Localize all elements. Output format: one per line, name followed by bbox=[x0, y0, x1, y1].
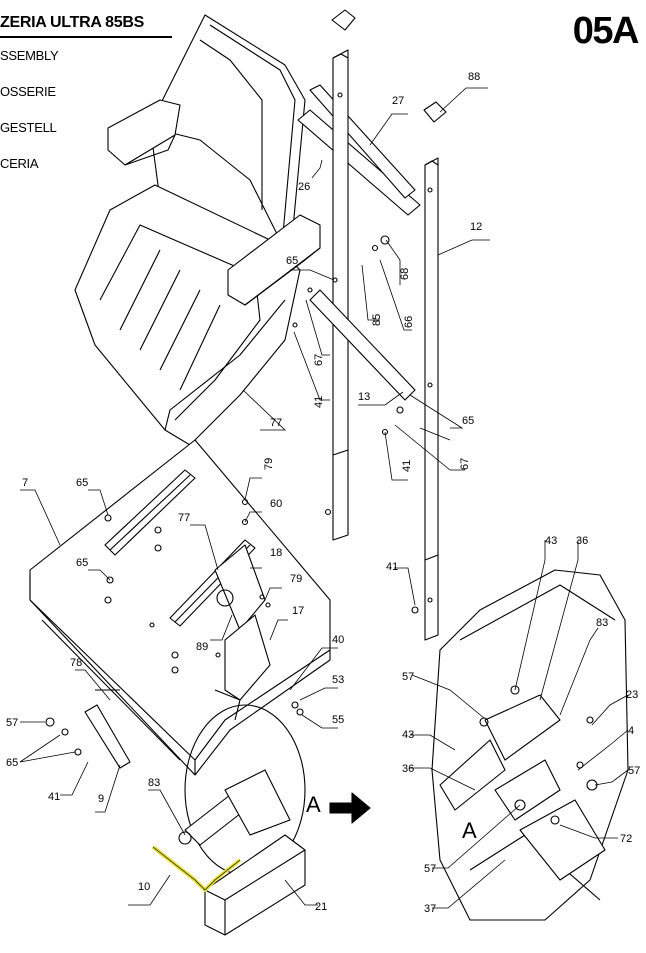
zoom-label-a: A bbox=[462, 818, 477, 843]
subtitle-assembly: SSEMBLY bbox=[0, 48, 59, 63]
label-43: 43 bbox=[545, 535, 557, 547]
part-labels: 88 27 26 12 65 68 85 66 67 41 13 77 65 6… bbox=[6, 71, 640, 915]
label-66: 66 bbox=[403, 316, 415, 328]
label-13: 13 bbox=[358, 391, 370, 403]
label-36: 36 bbox=[576, 535, 588, 547]
label-77: 77 bbox=[178, 512, 190, 524]
label-4: 4 bbox=[628, 725, 634, 737]
leader-lines bbox=[19, 87, 629, 909]
vertical-tubes bbox=[331, 9, 447, 641]
title-underline bbox=[0, 36, 172, 38]
label-57: 57 bbox=[628, 765, 640, 777]
label-83: 83 bbox=[596, 617, 608, 629]
label-43: 43 bbox=[402, 729, 414, 741]
zoom-detail bbox=[431, 569, 629, 921]
label-12: 12 bbox=[470, 221, 482, 233]
label-10: 10 bbox=[138, 881, 150, 893]
label-57: 57 bbox=[6, 717, 18, 729]
model-title: ZERIA ULTRA 85BS bbox=[0, 14, 144, 31]
label-41: 41 bbox=[48, 791, 60, 803]
cross-tube bbox=[309, 289, 416, 401]
label-83: 83 bbox=[148, 777, 160, 789]
label-27: 27 bbox=[392, 95, 404, 107]
label-26: 26 bbox=[298, 181, 310, 193]
label-41: 41 bbox=[386, 561, 398, 573]
label-65: 65 bbox=[76, 477, 88, 489]
label-9: 9 bbox=[98, 793, 104, 805]
label-89: 89 bbox=[196, 641, 208, 653]
page-code: 05A bbox=[572, 10, 640, 52]
label-41: 41 bbox=[401, 460, 413, 472]
lever-assembly bbox=[178, 769, 291, 846]
label-41: 41 bbox=[313, 396, 325, 408]
label-7: 7 bbox=[22, 477, 28, 489]
seat-cushion bbox=[74, 184, 321, 446]
label-79: 79 bbox=[263, 458, 275, 470]
label-72: 72 bbox=[620, 833, 632, 845]
label-60: 60 bbox=[270, 498, 282, 510]
label-37: 37 bbox=[424, 903, 436, 915]
label-77: 77 bbox=[270, 417, 282, 429]
subtitle-carrosserie: OSSERIE bbox=[0, 84, 56, 99]
label-57: 57 bbox=[424, 863, 436, 875]
label-36: 36 bbox=[402, 763, 414, 775]
label-21: 21 bbox=[315, 901, 327, 913]
label-57: 57 bbox=[402, 671, 414, 683]
label-65: 65 bbox=[76, 557, 88, 569]
detail-label-a: A bbox=[306, 792, 321, 817]
label-67: 67 bbox=[459, 458, 471, 470]
label-65: 65 bbox=[462, 415, 474, 427]
label-23: 23 bbox=[626, 689, 638, 701]
subtitle-gestell: GESTELL bbox=[0, 120, 57, 135]
label-68: 68 bbox=[399, 268, 411, 280]
label-65: 65 bbox=[286, 255, 298, 267]
label-18: 18 bbox=[270, 547, 282, 559]
label-17: 17 bbox=[292, 605, 304, 617]
label-88: 88 bbox=[468, 71, 480, 83]
label-40: 40 bbox=[332, 634, 344, 646]
label-55: 55 bbox=[332, 714, 344, 726]
label-53: 53 bbox=[332, 674, 344, 686]
label-67: 67 bbox=[313, 354, 325, 366]
label-79: 79 bbox=[290, 573, 302, 585]
subtitle-carroceria: CERIA bbox=[0, 156, 39, 171]
label-78: 78 bbox=[70, 657, 82, 669]
recline-mechanism bbox=[214, 544, 271, 721]
label-85: 85 bbox=[371, 314, 383, 326]
lower-housing bbox=[204, 834, 306, 936]
detail-arrow bbox=[329, 792, 371, 824]
label-65: 65 bbox=[6, 757, 18, 769]
side-strip bbox=[84, 704, 131, 769]
